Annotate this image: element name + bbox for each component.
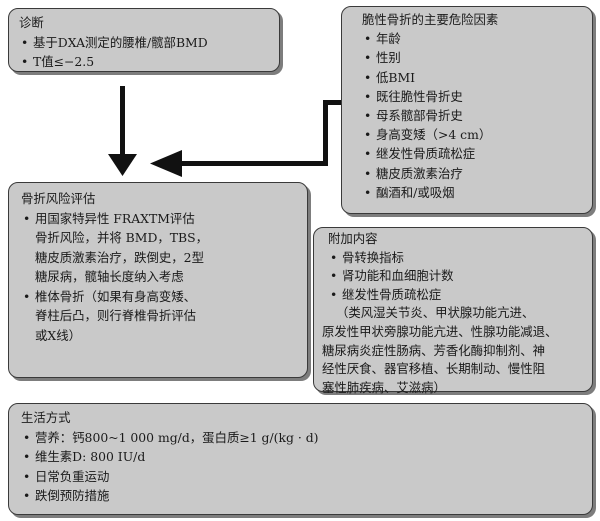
list-item: •身高变矮（>4 cm）: [364, 127, 492, 143]
list-item: •糖皮质激素治疗: [364, 165, 463, 181]
list-item: •日常负重运动: [23, 468, 110, 484]
assessment-list: • 用国家特异性 FRAXTM评估 骨折风险，并将 BMD，TBS， 糖皮质激素…: [21, 209, 297, 346]
diagnosis-list: •基于DXA测定的腰椎/髋部BMD •T值≤−2.5: [19, 33, 269, 72]
lifestyle-title: 生活方式: [21, 410, 71, 425]
lifestyle-list: •营养：钙800~1 000 mg/d，蛋白质≥1 g/(kg · d) •维生…: [21, 428, 582, 506]
list-item: •T值≤−2.5: [21, 54, 95, 69]
fracture-risk-assessment-box: 骨折风险评估 • 用国家特异性 FRAXTM评估 骨折风险，并将 BMD，TBS…: [8, 182, 308, 378]
arrow-risk-to-assessment: [150, 100, 341, 177]
list-item: •母系髋部骨折史: [364, 108, 463, 124]
list-item: •基于DXA测定的腰椎/髋部BMD: [21, 34, 208, 50]
additional-content-box: 附加内容 •骨转换指标 •肾功能和血细胞计数 •继发性骨质疏松症 （类风湿关节炎…: [313, 227, 593, 395]
risk-factors-box: 脆性骨折的主要危险因素 •年龄 •性别 •低BMI •既往脆性骨折史 •母系髋部…: [341, 6, 593, 214]
list-item: •肾功能和血细胞计数: [330, 268, 454, 284]
list-item: •性别: [364, 50, 401, 66]
list-item: •年龄: [364, 31, 401, 47]
list-item: •继发性骨质疏松症: [330, 286, 442, 302]
assessment-title: 骨折风险评估: [21, 191, 96, 206]
arrow-diagnosis-to-assessment: [108, 86, 137, 176]
lifestyle-box: 生活方式 •营养：钙800~1 000 mg/d，蛋白质≥1 g/(kg · d…: [8, 403, 593, 515]
secondary-osteoporosis-causes: （类风湿关节炎、甲状腺功能亢进、 原发性甲状旁腺功能亢进、性腺功能减退、 糖尿病…: [322, 305, 558, 395]
risk-factors-title: 脆性骨折的主要危险因素: [362, 12, 499, 27]
risk-factors-list: •年龄 •性别 •低BMI •既往脆性骨折史 •母系髋部骨折史 •身高变矮（>4…: [362, 29, 582, 202]
diagnosis-title: 诊断: [19, 15, 44, 30]
list-item: • 椎体骨折（如果有身高变矮、 脊柱后凸，则行脊椎骨折评估 或X线）: [23, 288, 197, 343]
diagnosis-box: 诊断 •基于DXA测定的腰椎/髋部BMD •T值≤−2.5: [8, 8, 280, 72]
list-item: •酗酒和/或吸烟: [364, 184, 455, 200]
list-item: •跌倒预防措施: [23, 488, 110, 504]
list-item: •低BMI: [364, 69, 416, 85]
additional-title: 附加内容: [328, 231, 378, 246]
list-item: •维生素D: 800 IU/d: [23, 449, 146, 465]
additional-list: •骨转换指标 •肾功能和血细胞计数 •继发性骨质疏松症: [322, 249, 582, 305]
list-item: •继发性骨质疏松症: [364, 146, 476, 162]
list-item: •既往脆性骨折史: [364, 88, 463, 104]
list-item: •营养：钙800~1 000 mg/d，蛋白质≥1 g/(kg · d): [23, 429, 319, 445]
list-item: • 用国家特异性 FRAXTM评估 骨折风险，并将 BMD，TBS， 糖皮质激素…: [23, 210, 209, 285]
list-item: •骨转换指标: [330, 249, 404, 265]
